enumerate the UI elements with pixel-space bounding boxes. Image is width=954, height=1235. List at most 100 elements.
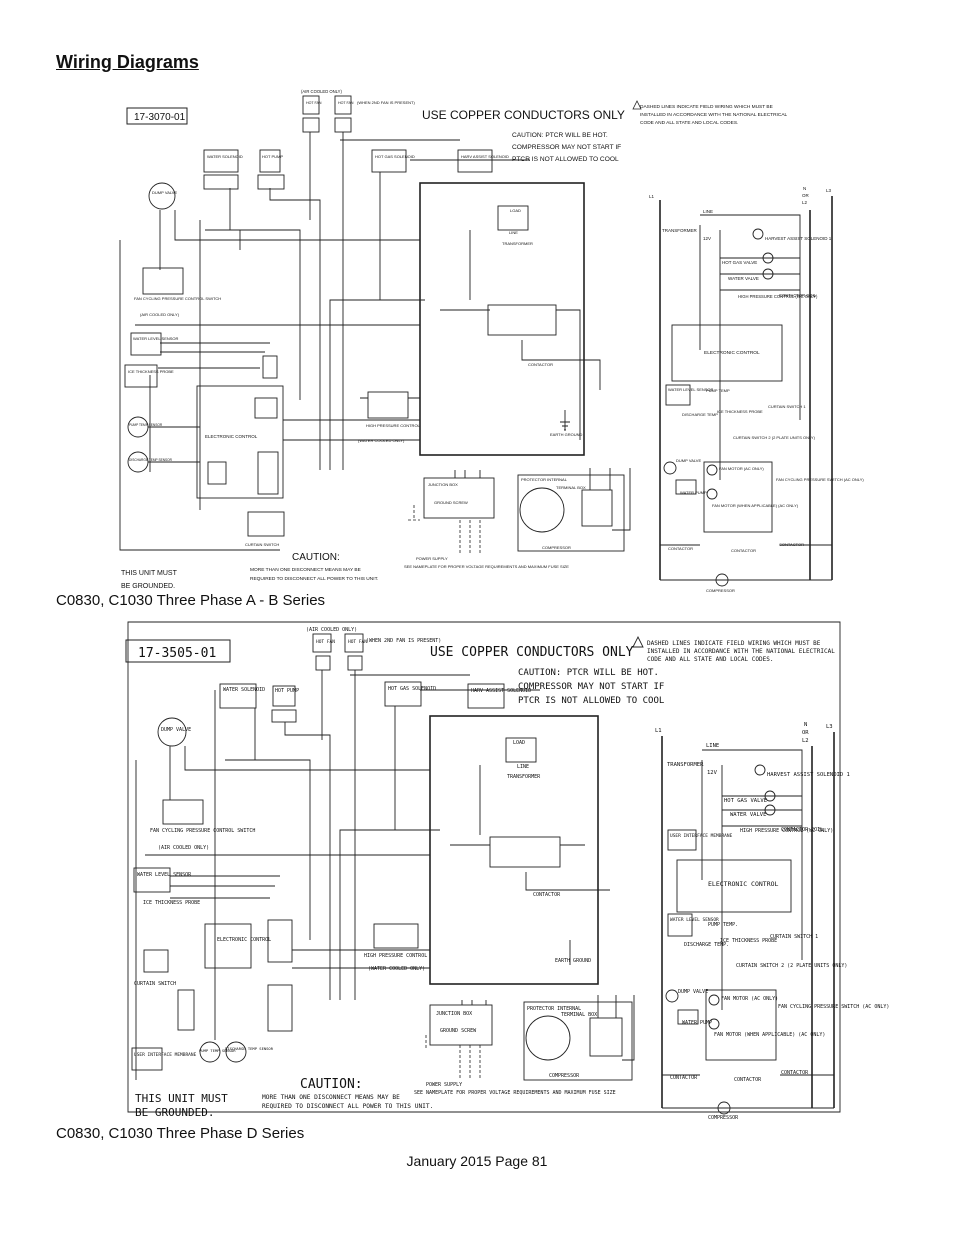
ladder-curtain-1-d: CURTAIN SWITCH 1 xyxy=(770,934,818,940)
terminal-box-label-d: TERMINAL BOX xyxy=(561,1012,597,1018)
ladder-discharge-temp-a: DISCHARGE TEMP xyxy=(682,412,718,417)
electronic-control-label-d: ELECTRONIC CONTROL xyxy=(217,937,271,943)
air-cooled-only-d: (AIR COOLED ONLY) xyxy=(306,627,357,633)
ladder-dump-valve-a: DUMP VALVE xyxy=(676,458,701,463)
ladder-fan-cycling-d: FAN CYCLING PRESSURE SWITCH (AC ONLY) xyxy=(778,1004,889,1010)
transformer-label-a: TRANSFORMER xyxy=(502,241,533,246)
ptcr-caution-a-1: CAUTION: PTCR WILL BE HOT. xyxy=(512,132,608,139)
ladder-curtain-2-d: CURTAIN SWITCH 2 (2 PLATE UNITS ONLY) xyxy=(736,963,847,969)
ladder-pump-temp-a: PUMP TEMP xyxy=(706,388,730,393)
caution-text-a-1: MORE THAN ONE DISCONNECT MEANS MAY BE xyxy=(250,567,361,573)
junction-box-a xyxy=(423,477,495,519)
ptcr-caution-a-3: PTCR IS NOT ALLOWED TO COOL xyxy=(512,156,619,163)
ladder-fan-motor-a: FAN MOTOR (AC ONLY) xyxy=(719,466,764,471)
part-number-a: 17-3070-01 xyxy=(134,112,186,123)
ladder-water-valve-d: WATER VALVE xyxy=(730,812,766,818)
ladder-user-interface-d: USER INTERFACE MEMBRANE xyxy=(670,833,733,839)
ladder-harvest-assist-a: HARVEST ASSIST SOLENOID 1 xyxy=(765,236,832,241)
ice-thickness-label-d: ICE THICKNESS PROBE xyxy=(143,900,200,906)
second-fan-box-a xyxy=(334,95,352,115)
ladder-transformer-a: TRANSFORMER xyxy=(662,228,698,233)
hot-fan-label-d: HOT FAN xyxy=(316,639,335,645)
ladder-12v-d: 12V xyxy=(707,770,718,776)
ladder-compressor-a: COMPRESSOR xyxy=(706,588,735,593)
ladder-water-level-a: WATER LEVEL SENSOR xyxy=(668,387,714,392)
ladder-electronic-control-label-d: ELECTRONIC CONTROL xyxy=(708,880,779,888)
ladder-curtain-1-a: CURTAIN SWITCH 1 xyxy=(768,404,806,409)
ladder-l3-d: L3 xyxy=(826,724,833,730)
fan-cycling-label-a: FAN CYCLING PRESSURE CONTROL SWITCH xyxy=(134,296,221,301)
ladder-fan-cycling-a: FAN CYCLING PRESSURE SWITCH (AC ONLY) xyxy=(776,477,864,482)
ladder-electronic-control-a xyxy=(671,324,783,382)
field-wiring-note-d-1: DASHED LINES INDICATE FIELD WIRING WHICH… xyxy=(647,640,821,647)
when-2nd-fan-a: (WHEN 2ND FAN IS PRESENT) xyxy=(357,100,415,105)
harv-assist-label-d: HARV ASSIST SOLENOID xyxy=(471,688,531,694)
part-number-box-d xyxy=(125,639,231,663)
protector-internal-label-d: PROTECTOR INTERNAL xyxy=(527,1006,581,1012)
water-cooled-only-d: (WATER COOLED ONLY) xyxy=(368,966,425,972)
ladder-high-pressure-d: HIGH PRESSURE CONTROL (WC ONLY) xyxy=(740,828,833,834)
electronic-control-label-a: ELECTRONIC CONTROL xyxy=(205,434,258,439)
high-pressure-label-d: HIGH PRESSURE CONTROL xyxy=(364,953,427,959)
ptcr-caution-d-2: COMPRESSOR MAY NOT START IF xyxy=(518,682,664,692)
transformer-label-d: TRANSFORMER xyxy=(507,774,541,780)
discharge-temp-sensor-a xyxy=(127,451,149,473)
page-footer: January 2015 Page 81 xyxy=(406,1153,548,1169)
ladder-water-level-d: WATER LEVEL SENSOR xyxy=(670,917,719,923)
curtain-switch-label-d: CURTAIN SWITCH xyxy=(134,981,176,987)
ladder-water-pump-a: WATER PUMP xyxy=(680,490,707,495)
diagram-a-caption: C0830, C1030 Three Phase A - B Series xyxy=(56,592,326,609)
ladder-transformer-d: TRANSFORMER xyxy=(667,762,704,768)
ptcr-caution-d-1: CAUTION: PTCR WILL BE HOT. xyxy=(518,668,659,678)
ladder-l1-d: L1 xyxy=(655,728,662,734)
ladder-n-a: N xyxy=(803,186,806,191)
hot-gas-solenoid-label-d: HOT GAS SOLENOID xyxy=(388,686,436,692)
ground-note-a-1: THIS UNIT MUST xyxy=(121,570,178,577)
ladder-hot-gas-valve-d: HOT GAS VALVE xyxy=(724,798,767,804)
fan-cycling-label-d: FAN CYCLING PRESSURE CONTROL SWITCH xyxy=(150,828,255,834)
junction-box-label-a: JUNCTION BOX xyxy=(428,482,458,487)
ladder-curtain-2-a: CURTAIN SWITCH 2 (2 PLATE UNITS ONLY) xyxy=(733,435,816,440)
power-supply-label-d: POWER SUPPLY xyxy=(426,1082,462,1088)
load-label-a: LOAD xyxy=(510,208,521,213)
second-fan-label-a: HOT FAN xyxy=(338,101,354,105)
contactor-label-d: CONTACTOR xyxy=(533,892,561,898)
field-wiring-note-a-3: CODE AND ALL STATE AND LOCAL CODES. xyxy=(640,120,738,126)
part-number-d: 17-3505-01 xyxy=(138,646,216,661)
line-label-a: LINE xyxy=(509,230,518,235)
ladder-line-a: LINE xyxy=(703,209,713,214)
ladder-contactor-d-2: CONTACTOR xyxy=(734,1077,762,1083)
field-wiring-note-a-1: DASHED LINES INDICATE FIELD WIRING WHICH… xyxy=(640,104,773,110)
nameplate-note-a: SEE NAMEPLATE FOR PROPER VOLTAGE REQUIRE… xyxy=(404,564,569,569)
ladder-fan-motor-2-d: FAN MOTOR (WHEN APPLICABLE) (AC ONLY) xyxy=(714,1032,825,1038)
ptcr-caution-a-2: COMPRESSOR MAY NOT START IF xyxy=(512,144,621,151)
warning-icon-d xyxy=(632,635,644,648)
ladder-water-pump-d: WATER PUMP xyxy=(682,1020,712,1026)
dump-valve-label-d: DUMP VALVE xyxy=(161,727,191,733)
fan-cycling-switch-a xyxy=(142,267,184,295)
ladder-diagram-d: L1 N OR L2 L3 LINE TRANSFORMER 12V HARVE… xyxy=(655,722,889,1121)
ladder-contactor-coil-d: CONTACTOR COIL xyxy=(781,827,823,833)
caution-title-d: CAUTION: xyxy=(300,1077,363,1092)
ladder-contactor-a-1: CONTACTOR xyxy=(668,546,693,551)
field-wiring-note-d-2: INSTALLED IN ACCORDANCE WITH THE NATIONA… xyxy=(647,648,835,655)
ladder-discharge-temp-d: DISCHARGE TEMP. xyxy=(684,942,729,948)
ladder-or-d: OR xyxy=(802,730,809,736)
compressor-label-d: COMPRESSOR xyxy=(549,1073,580,1079)
diagram-d: 17-3505-01 USE COPPER CONDUCTORS ONLY CA… xyxy=(125,621,889,1121)
compressor-motor-a xyxy=(519,487,565,533)
dump-valve-a xyxy=(148,182,176,210)
ladder-water-valve-a: WATER VALVE xyxy=(728,276,759,281)
ladder-12v-a: 12V xyxy=(703,236,711,241)
ladder-l2-a: L2 xyxy=(802,200,808,205)
caution-title-a: CAUTION: xyxy=(292,552,340,563)
ladder-n-d: N xyxy=(804,722,807,728)
hot-fan-box-a xyxy=(302,95,320,115)
terminal-box-a xyxy=(581,489,613,527)
ground-screw-label-a: GROUND SCREW xyxy=(434,500,468,505)
copper-notice-a: USE COPPER CONDUCTORS ONLY xyxy=(422,108,625,122)
ladder-compressor-d: COMPRESSOR xyxy=(708,1115,739,1121)
earth-ground-label-a: EARTH GROUND xyxy=(550,432,582,437)
control-box-a xyxy=(419,182,585,456)
